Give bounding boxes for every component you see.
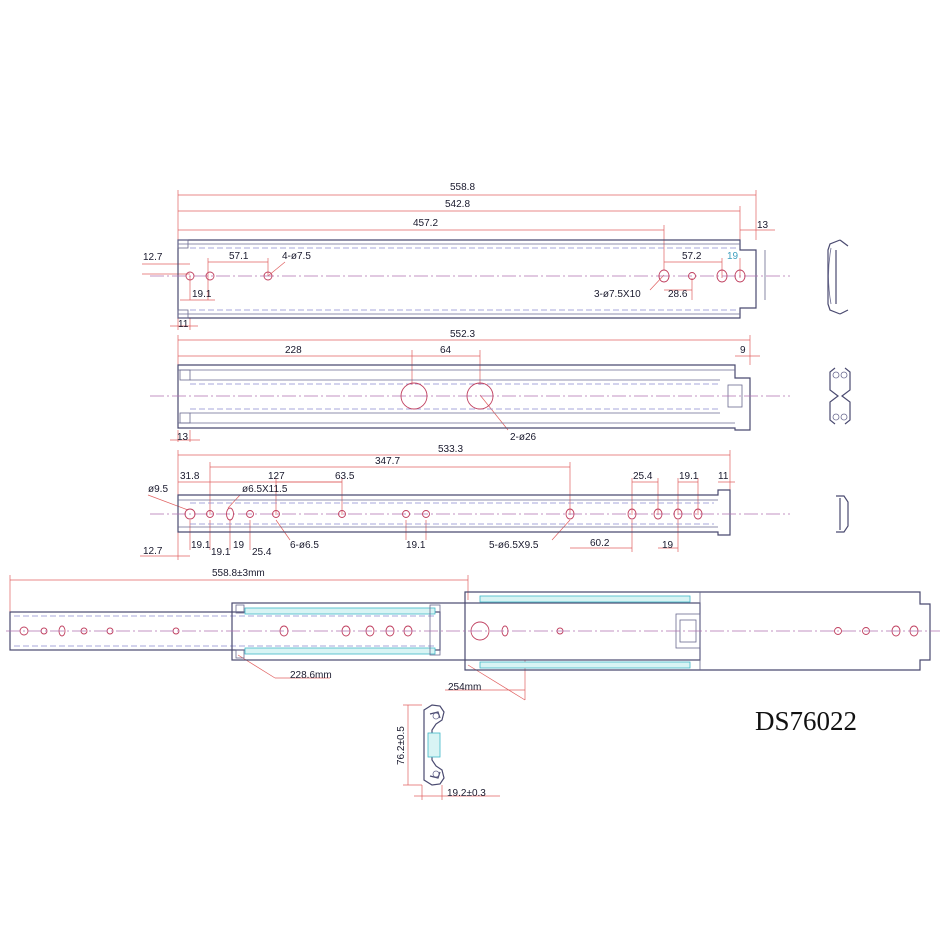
model-label: DS76022 bbox=[755, 706, 857, 736]
dim-inner-bottom-2: 19.1 bbox=[211, 547, 231, 558]
dim-inner-end: 11 bbox=[718, 471, 729, 482]
dim-overall-length: 558.8 bbox=[450, 182, 475, 193]
assembly-labels: 558.8±3mm 228.6mm 254mm bbox=[212, 568, 481, 693]
dim-inner-span: 347.7 bbox=[375, 456, 400, 467]
dim-inner-bottom-1: 19.1 bbox=[191, 540, 211, 551]
assembly-middle-rail bbox=[231, 595, 701, 669]
view-assembly: 558.8±3mm 228.6mm 254mm bbox=[6, 568, 940, 701]
middle-rail-profile bbox=[829, 367, 851, 425]
dim-end-offset: 13 bbox=[757, 220, 769, 231]
dim-assembly-254: 254mm bbox=[448, 682, 481, 693]
dim-inner-spacing-127: 127 bbox=[268, 471, 285, 482]
section-dimension-lines bbox=[403, 704, 500, 800]
dim-hole-spacing-5: 28.6 bbox=[668, 289, 688, 300]
dim-hole-spacing-2: 19.1 bbox=[192, 289, 212, 300]
outer-rail-holes bbox=[185, 269, 746, 283]
dim-inner-bottom-5: 19.1 bbox=[406, 540, 426, 551]
dim-middle-end: 9 bbox=[740, 345, 746, 356]
view-inner-rail: 533.3 347.7 31.8 127 63.5 ø9.5 ø6.5X11.5… bbox=[140, 444, 849, 560]
dim-inner-spacing-19: 19.1 bbox=[679, 471, 699, 482]
dim-middle-length: 552.3 bbox=[450, 329, 475, 340]
dim-middle-offset: 228 bbox=[285, 345, 302, 356]
dim-extension: 558.8±3mm bbox=[212, 568, 265, 579]
view-outer-rail: 558.8 542.8 457.2 13 12.7 57.1 4-ø7.5 19… bbox=[142, 182, 849, 330]
dim-height-offset: 12.7 bbox=[143, 252, 163, 263]
dim-inner-length: 533.3 bbox=[438, 444, 463, 455]
dim-hole-spacing-3: 57.2 bbox=[682, 251, 702, 262]
inner-rail-dimension-lines bbox=[140, 450, 735, 560]
inner-rail-body bbox=[150, 489, 790, 536]
dim-inner-slot: ø6.5X11.5 bbox=[242, 484, 288, 495]
outer-rail-labels: 558.8 542.8 457.2 13 12.7 57.1 4-ø7.5 19… bbox=[143, 182, 769, 330]
dim-inner-bottom-8: 12.7 bbox=[143, 546, 163, 557]
dim-middle-hole-callout: 2-ø26 bbox=[510, 432, 537, 443]
view-middle-rail: 552.3 228 64 9 13 2-ø26 bbox=[150, 329, 851, 443]
dim-inner-bottom-3: 19 bbox=[233, 540, 245, 551]
dim-slot-callout: 3-ø7.5X10 bbox=[594, 289, 641, 300]
dim-inner-hole-callout: 6-ø6.5 bbox=[290, 540, 319, 551]
dim-section-width: 19.2±0.3 bbox=[447, 788, 486, 799]
dim-inner-bottom-7: 19 bbox=[662, 540, 674, 551]
middle-rail-dimension-lines bbox=[170, 335, 760, 442]
assembly-outer-rail bbox=[6, 591, 940, 671]
outer-rail-dimension-lines bbox=[142, 190, 775, 330]
dim-inner-slot-callout: 5-ø6.5X9.5 bbox=[489, 540, 539, 551]
dim-length-2: 542.8 bbox=[445, 199, 470, 210]
dim-length-3: 457.2 bbox=[413, 218, 438, 229]
dim-inner-offset: 31.8 bbox=[180, 471, 200, 482]
dim-hole-callout-1: 4-ø7.5 bbox=[282, 251, 311, 262]
outer-rail-body bbox=[150, 239, 790, 319]
dim-flange: 11 bbox=[178, 319, 189, 330]
middle-rail-labels: 552.3 228 64 9 13 2-ø26 bbox=[177, 329, 746, 443]
dim-inner-bottom-4: 25.4 bbox=[252, 547, 272, 558]
dim-assembly-228: 228.6mm bbox=[290, 670, 332, 681]
inner-rail-holes bbox=[184, 507, 703, 521]
inner-rail-labels: 533.3 347.7 31.8 127 63.5 ø9.5 ø6.5X11.5… bbox=[143, 444, 729, 558]
section-profile bbox=[423, 704, 445, 786]
dim-hole-spacing-4: 19 bbox=[727, 251, 739, 262]
inner-rail-profile bbox=[836, 495, 849, 533]
dim-inner-spacing-25: 25.4 bbox=[633, 471, 653, 482]
dim-inner-bottom-6: 60.2 bbox=[590, 538, 610, 549]
section-labels: 76.2±0.5 19.2±0.3 bbox=[396, 726, 486, 799]
view-cross-section: 76.2±0.5 19.2±0.3 bbox=[396, 704, 500, 800]
dim-section-height: 76.2±0.5 bbox=[396, 726, 407, 765]
dim-hole-spacing-1: 57.1 bbox=[229, 251, 249, 262]
middle-rail-body bbox=[150, 364, 790, 431]
dim-middle-flange: 13 bbox=[177, 432, 189, 443]
dim-inner-hole-dia: ø9.5 bbox=[148, 484, 168, 495]
assembly-dimension-lines bbox=[9, 575, 526, 701]
dim-inner-spacing-63: 63.5 bbox=[335, 471, 355, 482]
dim-middle-hole-spacing: 64 bbox=[440, 345, 452, 356]
outer-rail-profile bbox=[827, 239, 849, 315]
